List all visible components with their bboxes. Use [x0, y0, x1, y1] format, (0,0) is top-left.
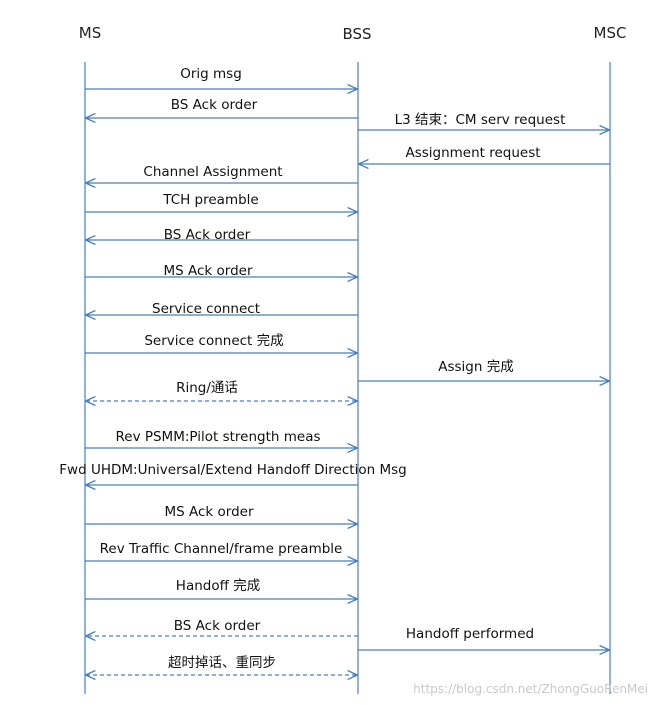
message-label: Service connect — [152, 301, 260, 317]
message-label: MS Ack order — [163, 263, 252, 279]
message-label: Orig msg — [180, 66, 242, 82]
watermark: https://blog.csdn.net/ZhongGuoRenMei — [413, 682, 648, 696]
lane-label-ms: MS — [79, 24, 101, 42]
message-label: L3 结束：CM serv request — [395, 112, 566, 128]
message-label: TCH preamble — [162, 192, 259, 208]
lane-label-msc: MSC — [594, 24, 627, 42]
lane-label-bss: BSS — [342, 25, 371, 43]
message-label: Channel Assignment — [143, 164, 282, 180]
message-label: 超时掉话、重同步 — [168, 655, 276, 671]
message-label: BS Ack order — [171, 97, 258, 113]
message-label: Assignment request — [405, 145, 540, 161]
message-label: Rev PSMM:Pilot strength meas — [115, 429, 320, 445]
message-label: Handoff 完成 — [176, 578, 260, 594]
message-label: MS Ack order — [164, 504, 253, 520]
message-label: Assign 完成 — [438, 359, 513, 375]
message-label: BS Ack order — [164, 227, 251, 243]
message-label: Handoff performed — [406, 626, 534, 642]
message-label: Ring/通话 — [176, 380, 238, 396]
message-group: Orig msg BS Ack order L3 结束：CM serv reques… — [59, 66, 610, 675]
message-label: Service connect 完成 — [144, 333, 283, 349]
message-label: Rev Traffic Channel/frame preamble — [100, 541, 343, 557]
message-label: Fwd UHDM:Universal/Extend Handoff Direct… — [59, 462, 406, 478]
message-label: BS Ack order — [174, 618, 261, 634]
